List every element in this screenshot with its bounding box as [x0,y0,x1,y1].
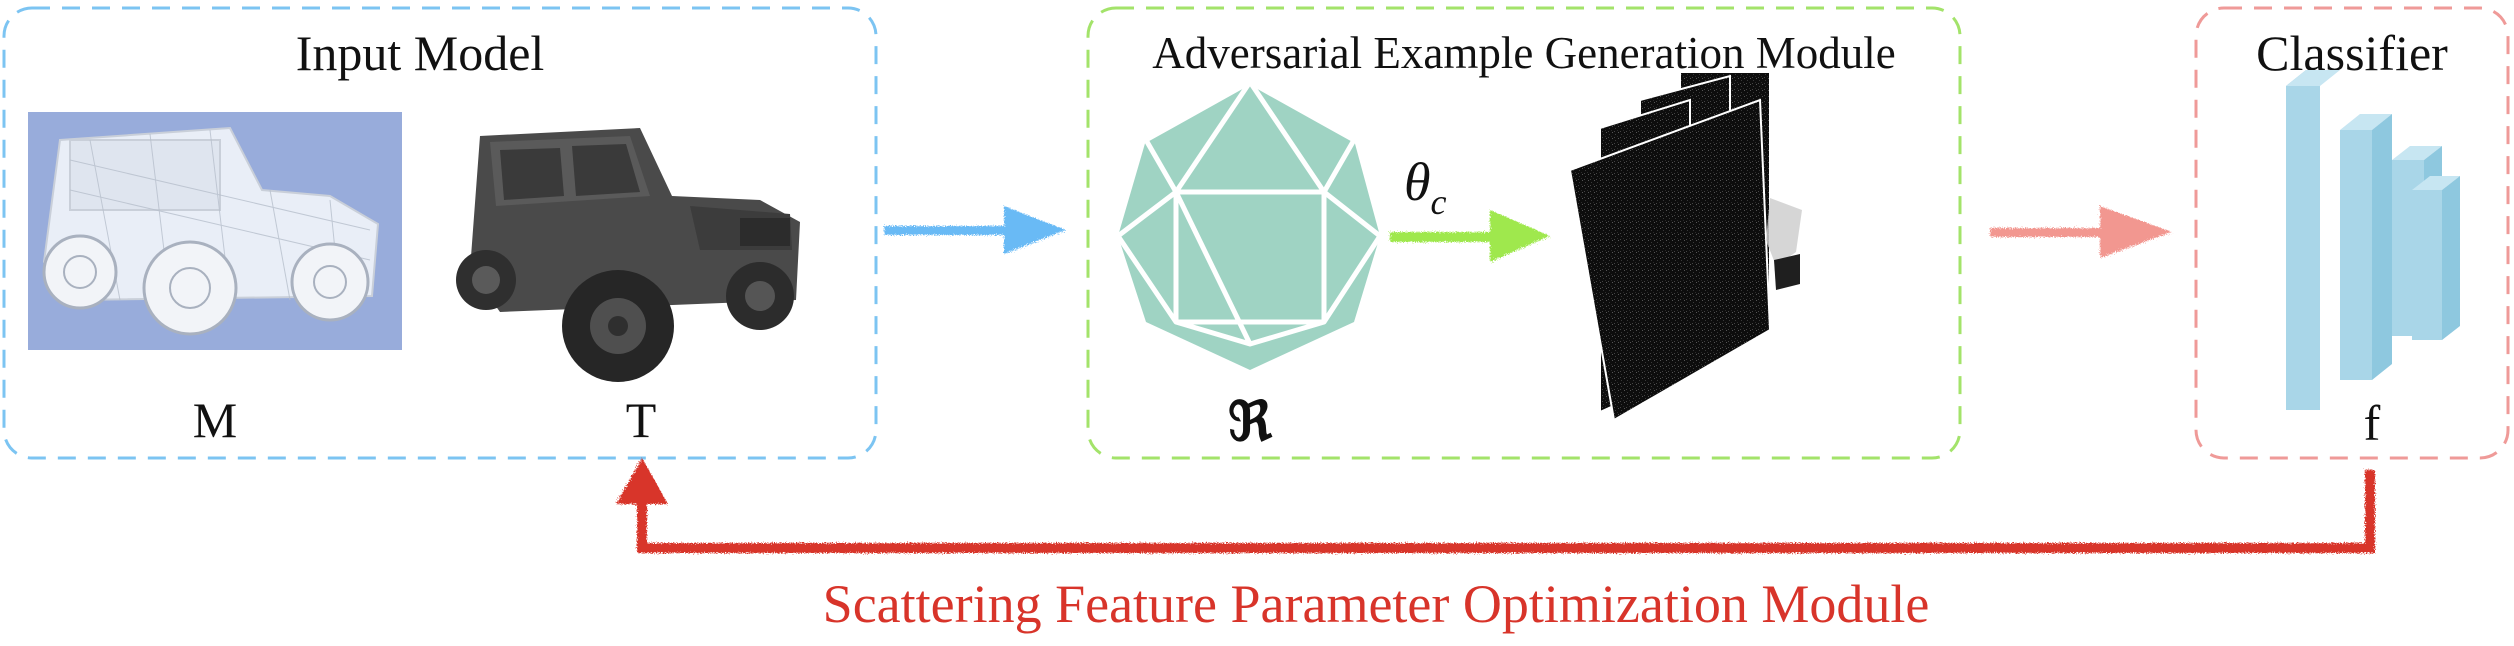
input-model-border [2,6,878,460]
symbol-r: ℜ [1228,392,1273,452]
feedback-label: Scattering Feature Parameter Optimizatio… [823,574,1930,634]
input-model-title: Input Model [296,25,545,81]
adversarial-module-border [1086,6,1962,460]
blue-arrow [884,206,1066,254]
theta-subscript: c [1431,182,1447,222]
shaded-jeep-icon [456,128,800,382]
feedback-arrow [616,458,2375,553]
wireframe-jeep-icon [28,112,402,350]
theta-symbol: θ [1404,152,1431,212]
cnn-layers-icon [2286,70,2460,410]
green-arrow [1390,210,1550,262]
adversarial-module-title: Adversarial Example Generation Module [1152,28,1896,78]
theta-label: θc [1404,152,1447,222]
label-mesh: M [193,392,237,448]
label-texture: T [626,392,657,448]
classifier-border [2194,6,2510,460]
input-model-panel: Input Model [2,6,878,460]
label-f: f [2364,395,2381,451]
icosahedron-icon [1115,79,1383,370]
pink-arrow [1990,206,2172,258]
classifier-title: Classifier [2256,25,2448,81]
sar-image-stack-icon [1568,71,1802,422]
adversarial-module-panel: Adversarial Example Generation Module ℜ … [1086,6,1962,460]
classifier-panel: Classifier f [2194,6,2510,460]
